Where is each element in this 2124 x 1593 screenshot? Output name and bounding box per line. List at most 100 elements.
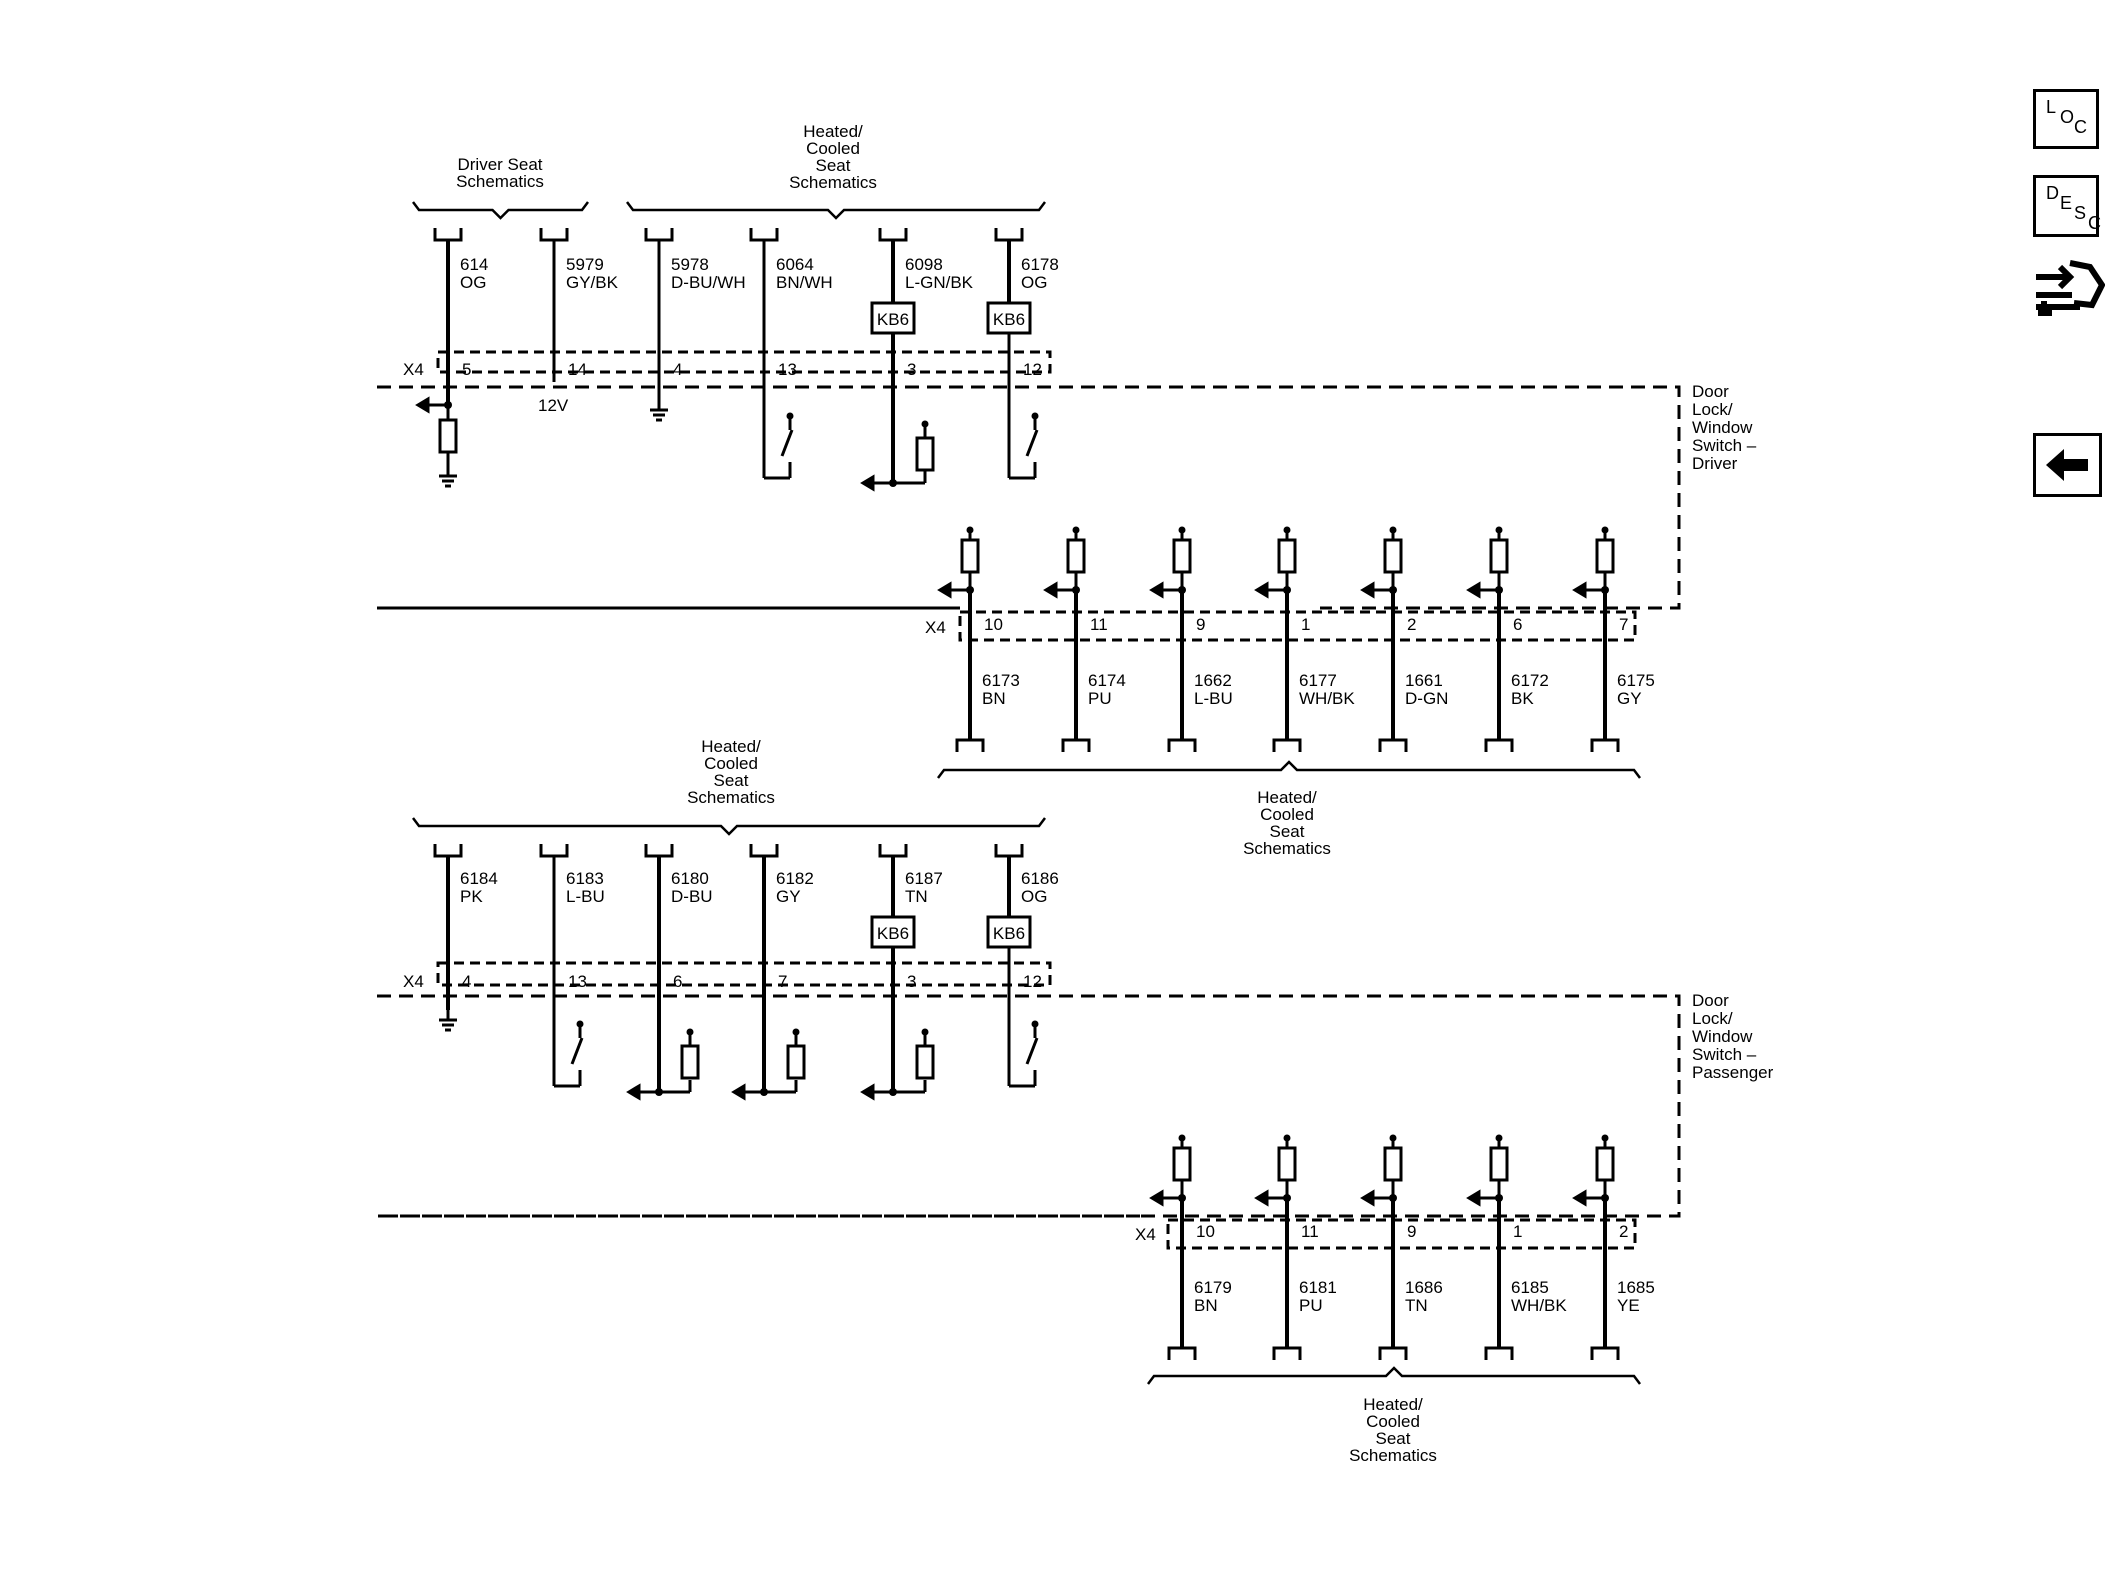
pin-number: 13: [568, 972, 587, 991]
splice-dot: [1178, 526, 1186, 534]
resistor: [960, 538, 980, 574]
circuit-number: 6186: [1021, 869, 1059, 888]
signal-arrow: [1149, 581, 1164, 599]
wire-color: L-GN/BK: [905, 273, 974, 292]
switch: [780, 429, 794, 457]
resistor: [1595, 1146, 1615, 1182]
terminal: [1378, 1346, 1408, 1360]
pin-number: 10: [984, 615, 1003, 634]
wire-color: TN: [905, 887, 928, 906]
terminal: [1590, 1346, 1620, 1360]
signal-arrow: [937, 581, 952, 599]
signal-arrow: [1149, 1189, 1164, 1207]
brace: [937, 760, 1641, 779]
signal-arrow: [1254, 581, 1269, 599]
resistor: [1595, 538, 1615, 574]
circuit-number: 6064: [776, 255, 814, 274]
pin-number: 2: [1619, 1222, 1628, 1241]
group-label: Cooled: [1366, 1412, 1420, 1431]
circuit-number: 1661: [1405, 671, 1443, 690]
brace: [626, 201, 1046, 220]
circuit-number: 6174: [1088, 671, 1126, 690]
circuit-number: 6182: [776, 869, 814, 888]
pin-number: 2: [1407, 615, 1416, 634]
splice-dot: [921, 420, 929, 428]
circuit-number: 6181: [1299, 1278, 1337, 1297]
pin-number: 4: [462, 972, 471, 991]
module-outline-driver: [377, 385, 1681, 610]
module-label: Driver: [1692, 454, 1738, 473]
group-label: Heated/: [1363, 1395, 1423, 1414]
signal-arrow: [860, 1083, 875, 1101]
terminal: [1061, 738, 1091, 752]
connector-tool-icon[interactable]: [2030, 255, 2106, 335]
module-label: Window: [1692, 418, 1753, 437]
circuit-number: 1662: [1194, 671, 1232, 690]
resistor: [680, 1044, 700, 1080]
switch-contact: [576, 1020, 584, 1028]
module-label: Door: [1692, 991, 1729, 1010]
wire-color: GY/BK: [566, 273, 619, 292]
pin-number: 9: [1407, 1222, 1416, 1241]
pin-number: 1: [1301, 615, 1310, 634]
terminal: [878, 228, 908, 242]
splice-dot: [1389, 526, 1397, 534]
circuit-number: 5979: [566, 255, 604, 274]
wire-color: D-GN: [1405, 689, 1448, 708]
terminal: [1167, 1346, 1197, 1360]
resistor: [438, 418, 458, 454]
pin-number: 11: [1090, 615, 1108, 634]
button-letter: E: [2060, 193, 2073, 213]
circuit-number: 6098: [905, 255, 943, 274]
splice-dot: [921, 1028, 929, 1036]
terminal: [749, 844, 779, 858]
option-label: KB6: [993, 310, 1025, 329]
resistor: [1383, 1146, 1403, 1182]
connector-x4: [1166, 1218, 1637, 1250]
option-label: KB6: [993, 924, 1025, 943]
group-label: Schematics: [456, 172, 544, 191]
switch: [570, 1037, 584, 1065]
signal-arrow: [1466, 1189, 1481, 1207]
wire-color: BN: [1194, 1296, 1218, 1315]
circuit-number: 6184: [460, 869, 498, 888]
pin-number: 7: [778, 972, 787, 991]
wire-color: WH/BK: [1299, 689, 1355, 708]
module-label: Lock/: [1692, 1009, 1733, 1028]
signal-arrow: [415, 396, 430, 414]
signal-arrow: [626, 1083, 641, 1101]
wire-color: BK: [1511, 689, 1534, 708]
pin-number: 4: [673, 360, 682, 379]
wire-color: D-BU: [671, 887, 713, 906]
signal-arrow: [1572, 581, 1587, 599]
circuit-number: 5978: [671, 255, 709, 274]
resistor: [1172, 1146, 1192, 1182]
group-label: Seat: [1376, 1429, 1411, 1448]
terminal: [994, 844, 1024, 858]
splice-dot: [1389, 1134, 1397, 1142]
group-label: Schematics: [789, 173, 877, 192]
splice-dot: [1601, 526, 1609, 534]
back-arrow-icon: [2046, 449, 2088, 481]
pin-number: 12: [1023, 360, 1042, 379]
terminal: [1484, 1346, 1514, 1360]
button-letter: L: [2046, 97, 2057, 117]
wire-color: L-BU: [1194, 689, 1233, 708]
switch: [1025, 429, 1039, 457]
group-label: Driver Seat: [457, 155, 542, 174]
circuit-number: 6177: [1299, 671, 1337, 690]
group-label: Heated/: [1257, 788, 1317, 807]
resistor: [1489, 1146, 1509, 1182]
pin-number: 6: [1513, 615, 1522, 634]
signal-arrow: [1360, 581, 1375, 599]
switch-contact: [1031, 412, 1039, 420]
back-button[interactable]: [2033, 433, 2102, 497]
switch: [1025, 1037, 1039, 1065]
splice-dot: [1178, 1134, 1186, 1142]
group-label: Seat: [714, 771, 749, 790]
pin-number: 3: [907, 972, 916, 991]
wire-color: GY: [1617, 689, 1642, 708]
